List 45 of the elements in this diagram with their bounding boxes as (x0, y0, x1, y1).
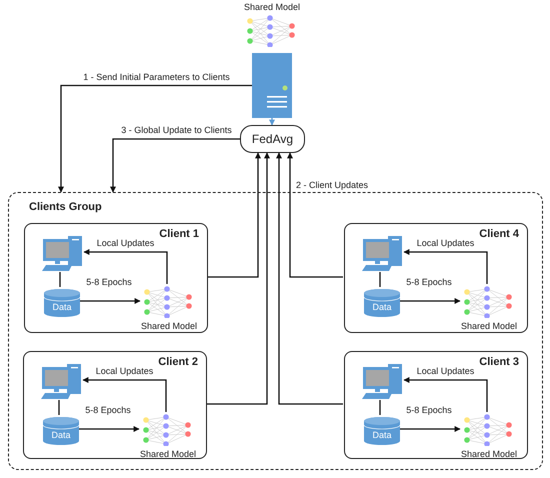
edge-label: 5-8 Epochs (84, 405, 132, 416)
node-label: Data (371, 302, 392, 313)
arrow (403, 377, 488, 412)
arrow (206, 152, 270, 405)
client-title: Client 4 (479, 229, 519, 240)
connector-line (379, 400, 381, 415)
arrow (82, 377, 167, 412)
connector-line (379, 272, 381, 287)
arrow (83, 249, 168, 284)
arrow (287, 152, 343, 278)
edge-label: Local Updates (94, 366, 154, 377)
node-label: Data (51, 302, 72, 313)
arrow (58, 84, 252, 193)
arrow (77, 426, 140, 432)
arrow (403, 249, 488, 284)
process-box: FedAvg (240, 125, 305, 153)
arrow (269, 118, 275, 126)
arrow (110, 138, 240, 193)
edge-label: 5-8 Epochs (85, 277, 133, 288)
edge-label: Local Updates (416, 366, 476, 377)
node-label: Shared Model (140, 321, 198, 332)
arrow (398, 298, 461, 304)
client-title: Client 3 (479, 357, 519, 368)
edge-label: 5-8 Epochs (405, 277, 453, 288)
edge-label: 2 - Client Updates (295, 180, 370, 191)
edge-label: 3 - Global Update to Clients (120, 125, 233, 136)
node-label: Shared Model (460, 449, 518, 460)
client-title: Client 1 (159, 229, 199, 240)
arrow (276, 152, 343, 405)
node-label: Shared Model (138, 449, 198, 460)
connector-line (59, 272, 61, 287)
node-label: Shared Model (460, 321, 518, 332)
arrow (398, 426, 461, 432)
group-title: Clients Group (29, 202, 102, 213)
edge-label: 1 - Send Initial Parameters to Clients (82, 72, 231, 82)
node-label: Data (50, 430, 72, 441)
edge-label: Local Updates (416, 238, 476, 249)
node-label: Shared Model (242, 2, 302, 13)
arrow (78, 298, 141, 304)
node-label: Data (371, 430, 392, 441)
edge-label: Local Updates (96, 238, 156, 249)
edge-label: 5-8 Epochs (405, 405, 453, 416)
connector-line (58, 400, 60, 415)
arrow (207, 152, 261, 278)
client-title: Client 2 (158, 357, 198, 368)
